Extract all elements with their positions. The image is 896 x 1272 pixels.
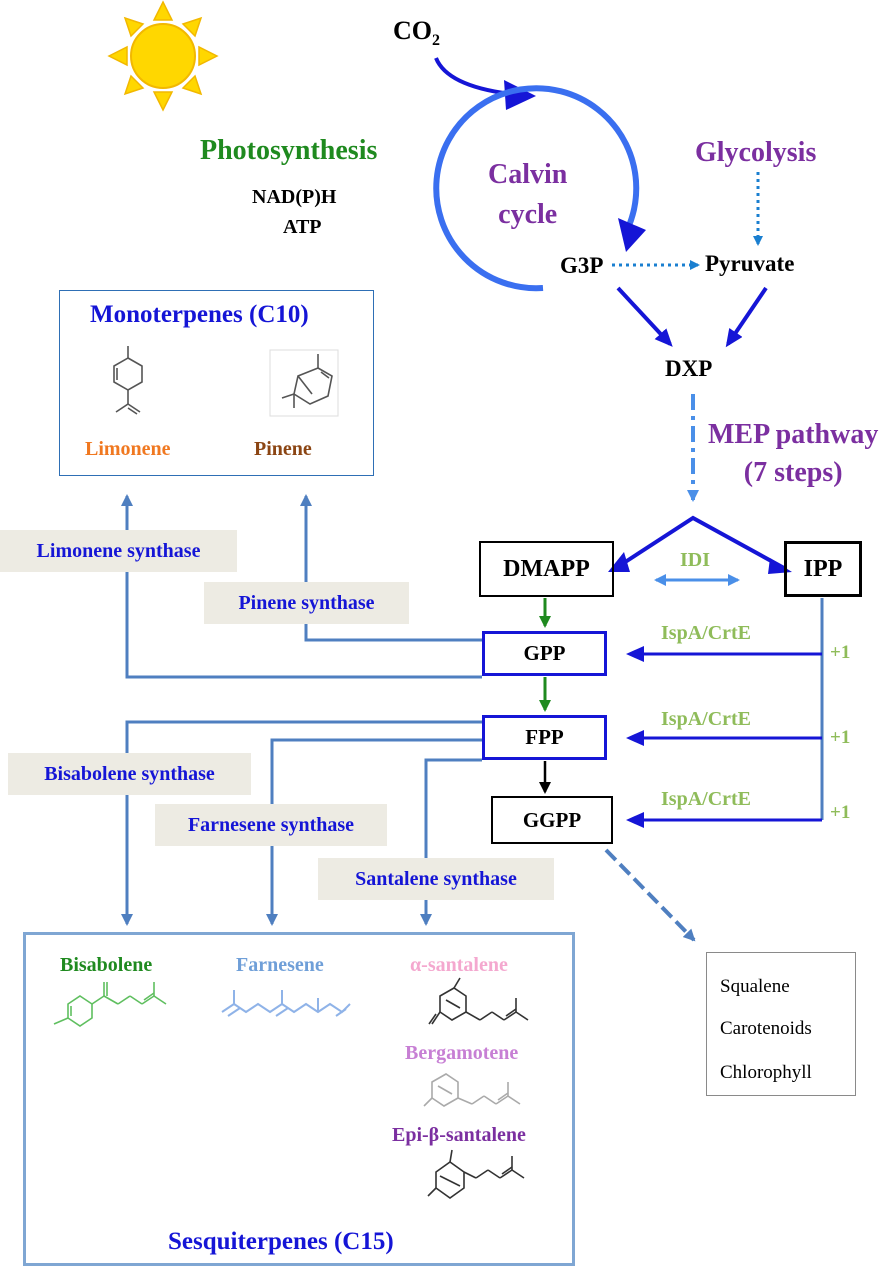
- limonene-synthase-label: Limonene synthase: [0, 530, 237, 572]
- alpha-santalene-label: α-santalene: [410, 954, 508, 976]
- ispa-crte-label: IspA/CrtE: [661, 622, 752, 644]
- ggpp-box: GGPP: [491, 796, 613, 844]
- limonene-structure-icon: [113, 346, 143, 415]
- mep-pathway-label: MEP pathway (7 steps): [708, 419, 879, 488]
- glycolysis-label: Glycolysis: [695, 137, 817, 168]
- sesquiterpenes-title: Sesquiterpenes (C15): [168, 1228, 394, 1255]
- bisabolene-structure-icon: [53, 982, 167, 1027]
- bergamotene-label: Bergamotene: [405, 1042, 519, 1064]
- alpha-santalene-structure-icon: [428, 977, 529, 1025]
- idi-label: IDI: [680, 549, 711, 571]
- ispa-crte-label: IspA/CrtE: [661, 788, 752, 810]
- plus-one-label: +1: [830, 727, 851, 748]
- ggpp-other-arrow: [604, 848, 696, 942]
- bisabolene-label: Bisabolene: [60, 954, 153, 976]
- monoterpenes-box: [59, 290, 374, 476]
- pinene-structure-icon: [269, 349, 339, 417]
- atp-label: ATP: [283, 216, 322, 238]
- calvin-cycle-ring: [433, 85, 640, 292]
- monoterpenes-title: Monoterpenes (C10): [90, 301, 309, 328]
- santalene-synthase-label: Santalene synthase: [318, 858, 554, 900]
- farnesene-synthase-label: Farnesene synthase: [155, 804, 387, 846]
- plus-one-label: +1: [830, 642, 851, 663]
- gpp-box: GPP: [482, 631, 607, 676]
- pyruvate-label: Pyruvate: [705, 251, 795, 276]
- epi-beta-santalene-label: Epi-β-santalene: [392, 1124, 526, 1146]
- plus-one-label: +1: [830, 802, 851, 823]
- g3p-dxp-arrow: [616, 286, 673, 347]
- carotenoids-label: Carotenoids: [720, 1018, 812, 1039]
- bisabolene-synthase-label: Bisabolene synthase: [8, 753, 251, 795]
- g3p-label: G3P: [560, 253, 604, 278]
- co2-label: CO2: [393, 16, 440, 50]
- photosynthesis-label: Photosynthesis: [200, 135, 378, 166]
- calvin-cycle-label: Calvin cycle: [488, 159, 568, 230]
- farnesene-structure-icon: [221, 990, 351, 1017]
- squalene-label: Squalene: [720, 976, 790, 997]
- pinene-synthase-label: Pinene synthase: [204, 582, 409, 624]
- chlorophyll-label: Chlorophyll: [720, 1062, 812, 1083]
- bergamotene-structure-icon: [423, 1073, 521, 1107]
- dmapp-box: DMAPP: [479, 541, 614, 597]
- bisabolene-branch-arrow: [121, 720, 482, 926]
- fpp-box: FPP: [482, 715, 607, 760]
- limonene-label: Limonene: [85, 438, 171, 460]
- co2-arrowhead: [504, 80, 536, 110]
- ipp-box: IPP: [784, 541, 862, 597]
- pyruvate-dxp-arrow: [725, 286, 768, 348]
- nadph-label: NAD(P)H: [252, 186, 337, 208]
- mep-split-lines: [614, 515, 785, 570]
- dxp-label: DXP: [665, 356, 713, 381]
- sun-icon: [107, 0, 219, 112]
- farnesene-branch-arrow: [266, 738, 482, 926]
- ispa-crte-label: IspA/CrtE: [661, 708, 752, 730]
- farnesene-label: Farnesene: [236, 954, 324, 976]
- pinene-branch-arrow: [300, 494, 482, 642]
- sesquiterpenes-box: [23, 932, 575, 1266]
- epi-beta-santalene-structure-icon: [427, 1149, 525, 1199]
- pinene-label: Pinene: [254, 438, 312, 460]
- other-products-box: [706, 952, 856, 1096]
- calvin-cycle-arrowhead: [618, 218, 646, 252]
